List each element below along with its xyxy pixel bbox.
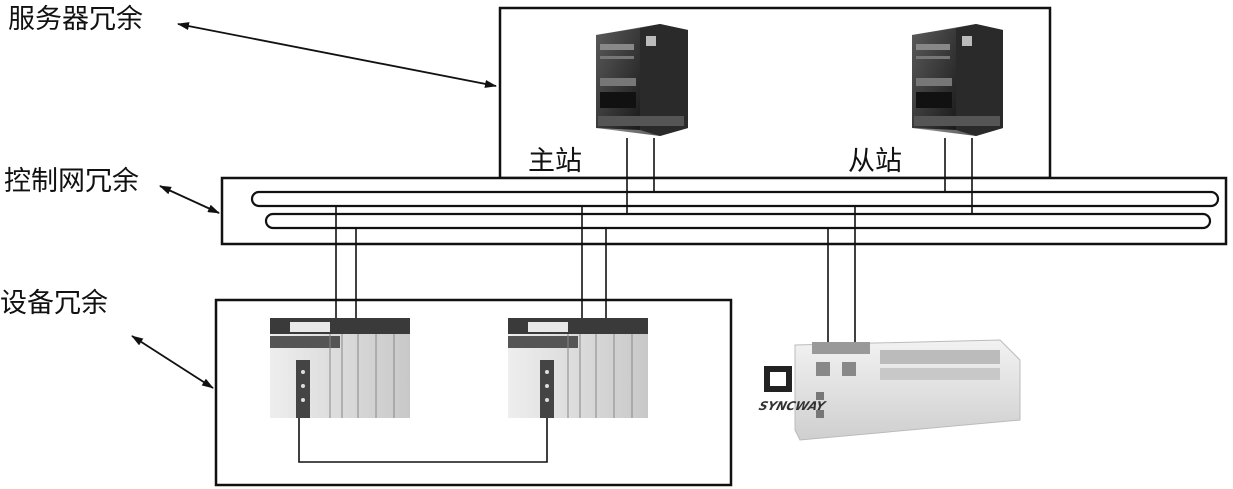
io-module-brand-label: SYNCWAY	[757, 399, 827, 413]
server-master-links	[626, 138, 655, 214]
network-bus-b	[264, 212, 1212, 230]
plc-2-links	[581, 206, 607, 318]
server-slave-links	[944, 138, 973, 214]
plc-redundancy-link	[298, 418, 548, 463]
label-master-station: 主站	[528, 146, 582, 177]
device-redundancy-box	[214, 298, 733, 487]
control-network-box	[220, 176, 1228, 246]
arrow-server-redundancy	[177, 22, 497, 88]
label-device-redundancy: 设备冗余	[0, 288, 108, 319]
label-slave-station: 从站	[848, 146, 902, 177]
network-bus-a	[250, 190, 1220, 208]
label-server-redundancy: 服务器冗余	[8, 4, 143, 35]
plc-1-links	[335, 206, 357, 318]
server-slave-icon	[912, 24, 1003, 136]
arrow-device-redundancy	[131, 335, 214, 389]
label-control-network-redundancy: 控制网冗余	[4, 166, 139, 197]
plc-rack-2-icon	[508, 318, 648, 418]
plc-rack-1-icon	[270, 318, 410, 418]
io-module-icon: SYNCWAY	[757, 339, 1021, 441]
io-module-links	[827, 206, 856, 342]
server-master-icon	[596, 24, 688, 136]
arrow-control-network-redundancy	[159, 185, 220, 214]
